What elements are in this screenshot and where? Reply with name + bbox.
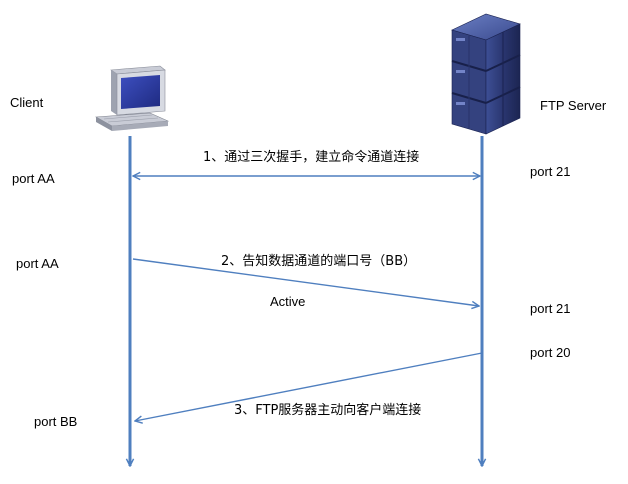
client-port-label: port BB	[34, 414, 78, 429]
message-label-2: 2、告知数据通道的端口号（BB）	[221, 254, 417, 269]
client-port-label: port AA	[12, 171, 55, 186]
data-connection-arrow	[135, 352, 483, 421]
client-port-label: port AA	[16, 256, 59, 271]
desktop-computer-icon	[94, 65, 170, 131]
port-notification-arrow	[132, 258, 479, 306]
message-label-3: 3、FTP服务器主动向客户端连接	[234, 403, 422, 418]
server-rack-icon	[451, 13, 521, 135]
mode-label: Active	[270, 294, 306, 309]
message-label-1: 1、通过三次握手，建立命令通道连接	[203, 150, 420, 165]
server-port-label: port 21	[530, 301, 571, 316]
monitor-screen	[121, 75, 160, 109]
server-port-label: port 21	[530, 164, 571, 179]
client-label: Client	[10, 95, 44, 110]
server-label: FTP Server	[540, 98, 607, 113]
server-port-label: port 20	[530, 345, 571, 360]
